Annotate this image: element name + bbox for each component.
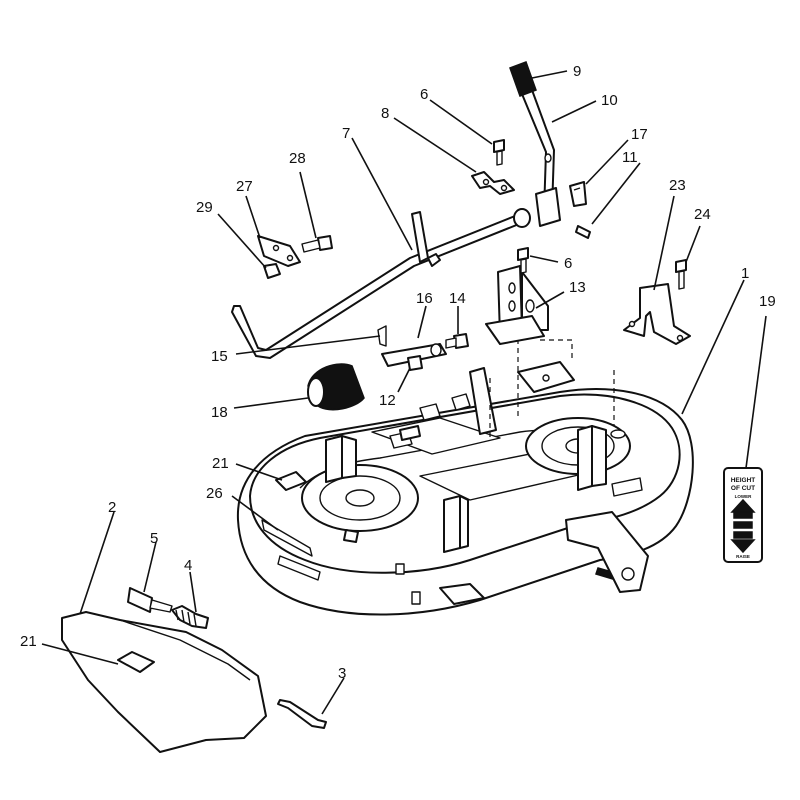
- hairpin-clip: [377, 325, 387, 347]
- decal-line1: HEIGHT: [731, 477, 756, 484]
- callout-14: 14: [449, 290, 466, 307]
- pivot-bracket: [485, 265, 549, 345]
- hanger-bracket: [623, 283, 691, 345]
- gauge-roller: [307, 363, 365, 411]
- callout-6-lower: 6: [564, 255, 572, 272]
- callout-4: 4: [184, 557, 192, 574]
- lift-rod: [231, 208, 531, 359]
- hinge-rod: [127, 587, 173, 613]
- spring-clip: [569, 181, 587, 207]
- callout-16: 16: [416, 290, 433, 307]
- callout-6-upper: 6: [420, 86, 428, 103]
- callout-26: 26: [206, 485, 223, 502]
- callout-9: 9: [573, 63, 581, 80]
- callout-11: 11: [622, 149, 638, 166]
- callout-19: 19: [759, 293, 776, 310]
- bolt-lower: [517, 247, 529, 274]
- callout-2: 2: [108, 499, 116, 516]
- bolt-24: [675, 259, 687, 290]
- callout-12: 12: [379, 392, 396, 409]
- bolt-14: [445, 333, 469, 349]
- callout-18: 17: [631, 126, 648, 143]
- discharge-chute: [61, 611, 267, 753]
- torsion-spring: [171, 605, 209, 629]
- callout-1: 1: [741, 265, 749, 282]
- callout-13: 13: [569, 279, 586, 296]
- decal-raise-word: RAISE: [736, 554, 750, 559]
- callout-21-deck: 21: [212, 455, 229, 472]
- decal-line2: OF CUT: [731, 485, 755, 492]
- bolt-28: [301, 235, 333, 253]
- roll-pin: [575, 225, 591, 239]
- height-of-cut-decal: HEIGHT OF CUT LOWER RAISE: [723, 467, 763, 563]
- callouts: 9 10 6 8 7 17 11 28 27 23 29 24 6 1 13 1…: [20, 63, 776, 682]
- callout-7: 7: [342, 125, 350, 142]
- bolt-upper: [493, 139, 505, 166]
- callout-17: 18: [211, 404, 228, 421]
- callout-27: 27: [236, 178, 253, 195]
- clevis-pin: [381, 343, 447, 367]
- callout-24: 24: [694, 206, 711, 223]
- nut-29: [263, 263, 281, 279]
- callout-28: 28: [289, 150, 306, 167]
- mower-deck: [236, 330, 694, 616]
- leader-lines: [41, 70, 767, 715]
- decal-lower-word: LOWER: [735, 494, 752, 499]
- nut-12: [407, 355, 423, 371]
- lift-lever: [509, 61, 561, 227]
- plate-bracket: [257, 235, 301, 267]
- callout-5: 5: [150, 530, 158, 547]
- strap-bracket: [471, 171, 515, 195]
- callout-8: 8: [381, 105, 389, 122]
- decal-arrow-icon: [730, 498, 756, 554]
- callout-10: 10: [601, 92, 618, 109]
- callout-23: 23: [669, 177, 686, 194]
- callout-29: 29: [196, 199, 213, 216]
- callout-21-chute: 21: [20, 633, 37, 650]
- retaining-rod: [277, 699, 327, 729]
- callout-15: 15: [211, 348, 228, 365]
- handle-grip: [509, 61, 537, 97]
- callout-3: 3: [338, 665, 346, 682]
